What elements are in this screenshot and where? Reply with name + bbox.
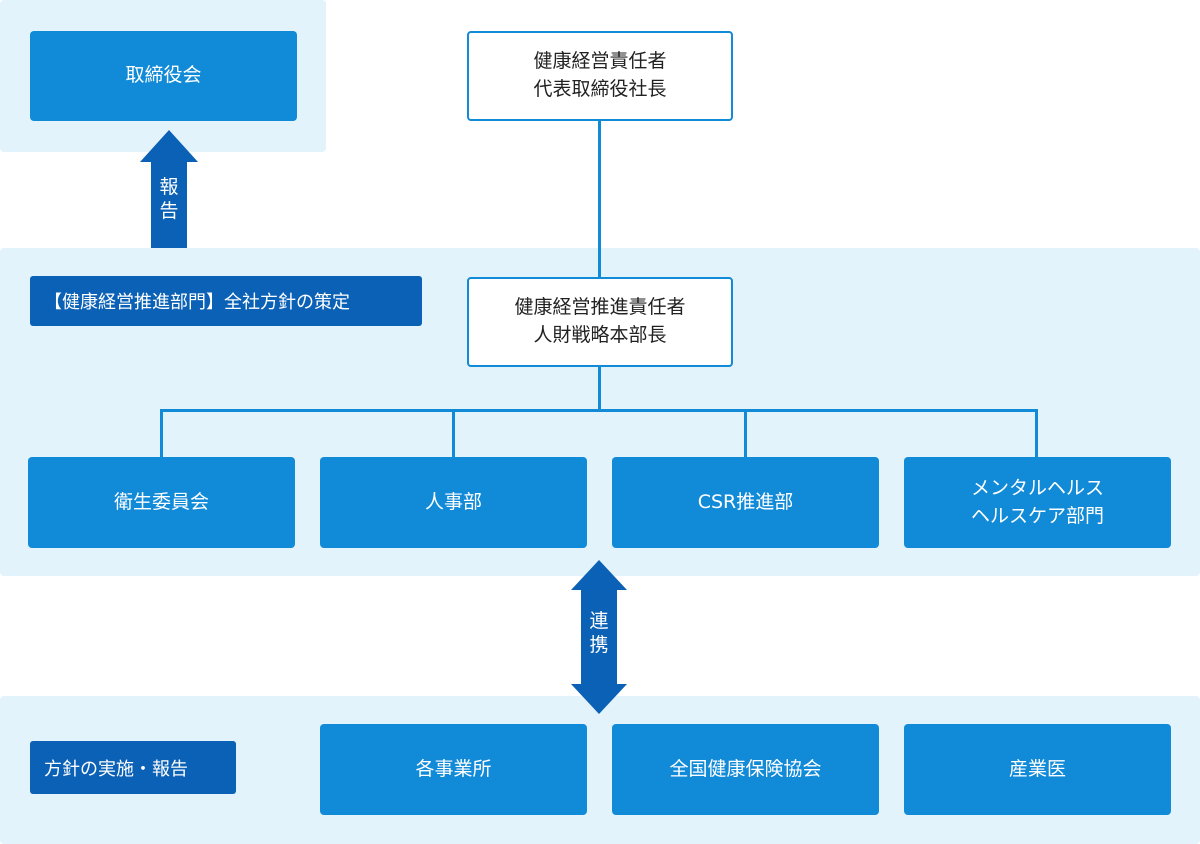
- chief-box: 健康経営責任者 代表取締役社長: [467, 31, 733, 121]
- connector-dept-1: [160, 409, 163, 459]
- link-arrow-label: 連 携: [589, 610, 609, 656]
- unit-box-offices: 各事業所: [320, 724, 587, 815]
- connector-dept-2: [452, 409, 455, 459]
- department-box-hr: 人事部: [320, 457, 587, 548]
- promoter-box: 健康経営推進責任者 人財戦略本部長: [467, 277, 733, 367]
- unit-box-industrial-physician: 産業医: [904, 724, 1171, 815]
- implementation-section-tag: 方針の実施・報告: [30, 741, 236, 794]
- unit-box-health-insurance: 全国健康保険協会: [612, 724, 879, 815]
- link-arrow-icon: [571, 560, 627, 714]
- promotion-section-tag: 【健康経営推進部門】全社方針の策定: [30, 276, 422, 326]
- board-box: 取締役会: [30, 31, 297, 121]
- department-box-hygiene: 衛生委員会: [28, 457, 295, 548]
- connector-dept-3: [744, 409, 747, 459]
- connector-chief-to-promoter: [598, 120, 601, 278]
- report-arrow-icon: [140, 130, 198, 248]
- connector-promoter-down: [598, 366, 601, 412]
- connector-horizontal: [160, 409, 1038, 412]
- department-box-mental-health: メンタルヘルス ヘルスケア部門: [904, 457, 1171, 548]
- report-arrow-label: 報 告: [159, 176, 179, 222]
- department-box-csr: CSR推進部: [612, 457, 879, 548]
- connector-dept-4: [1035, 409, 1038, 459]
